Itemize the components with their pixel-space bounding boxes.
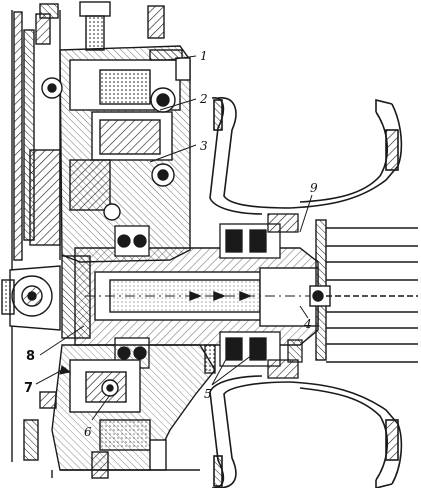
callout-1: 1: [200, 49, 208, 63]
callout-5: 5: [204, 387, 212, 401]
upper-gear-housing: [41, 45, 191, 263]
leader-lines: [35, 55, 313, 421]
wheel-rim: [209, 97, 418, 488]
callouts: 1 2 3 4 5 6 7 8 9: [24, 49, 318, 439]
housing-left-column: [11, 1, 165, 462]
central-shaft-assembly: [1, 219, 331, 361]
callout-7: 7: [24, 381, 33, 396]
callout-4: 4: [303, 317, 312, 331]
callout-3: 3: [200, 139, 208, 153]
callout-6: 6: [84, 425, 92, 439]
callout-8: 8: [26, 349, 35, 364]
callout-9: 9: [310, 181, 318, 195]
callout-2: 2: [199, 92, 208, 106]
lower-gear-housing: [23, 344, 216, 479]
